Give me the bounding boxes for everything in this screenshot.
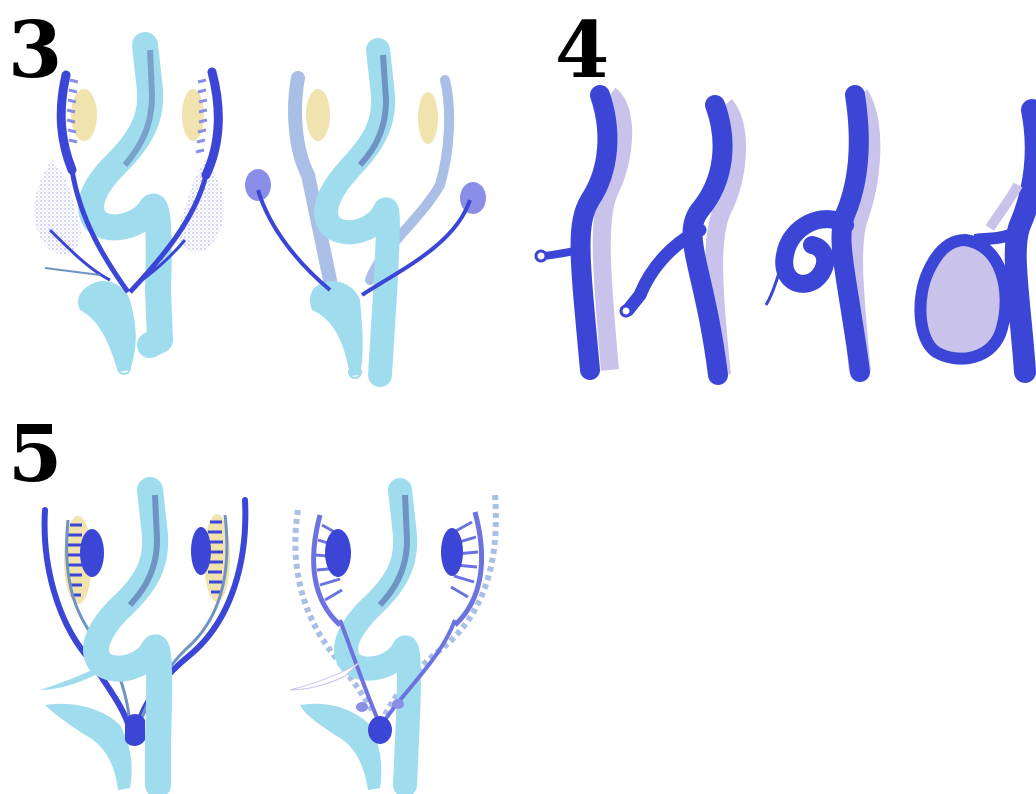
lobe-left-5b bbox=[356, 702, 368, 712]
gonad-left-5a bbox=[80, 529, 104, 577]
panel-5-figure-a bbox=[40, 490, 245, 790]
tissue-cloud-right bbox=[179, 160, 224, 252]
panel-4-stage-1 bbox=[536, 95, 623, 370]
lobe-right-5b bbox=[392, 699, 404, 709]
panel-3-figure-b bbox=[245, 50, 486, 379]
branch-tip-1 bbox=[536, 251, 546, 261]
panel-4-stage-2 bbox=[621, 105, 737, 375]
gonad-right-5a bbox=[191, 527, 211, 575]
bulb-5a bbox=[125, 714, 145, 746]
blue-tube-4 bbox=[1016, 110, 1036, 372]
gonad-left-b bbox=[306, 89, 330, 141]
connect-4 bbox=[975, 235, 1010, 240]
bulb-5b bbox=[368, 716, 392, 744]
panel-4-stage-4 bbox=[920, 110, 1035, 372]
gonad-right bbox=[182, 89, 204, 141]
urogenital-sinus bbox=[78, 281, 136, 372]
tail-3 bbox=[766, 270, 780, 305]
sinus-5a bbox=[45, 704, 132, 790]
panel-4-stage-3 bbox=[766, 95, 869, 372]
urogenital-sinus-b bbox=[310, 281, 363, 376]
panel-5-figure-b bbox=[290, 490, 496, 790]
sinus-5b bbox=[300, 704, 381, 790]
panel-3-figure-a bbox=[34, 45, 224, 374]
duct-right bbox=[206, 72, 218, 175]
gonad-right-b bbox=[418, 92, 438, 144]
gonad-right-5b bbox=[441, 528, 463, 576]
gonad-left-5b bbox=[325, 529, 351, 577]
pad-right bbox=[460, 182, 486, 214]
branch-tip-2 bbox=[621, 306, 631, 316]
